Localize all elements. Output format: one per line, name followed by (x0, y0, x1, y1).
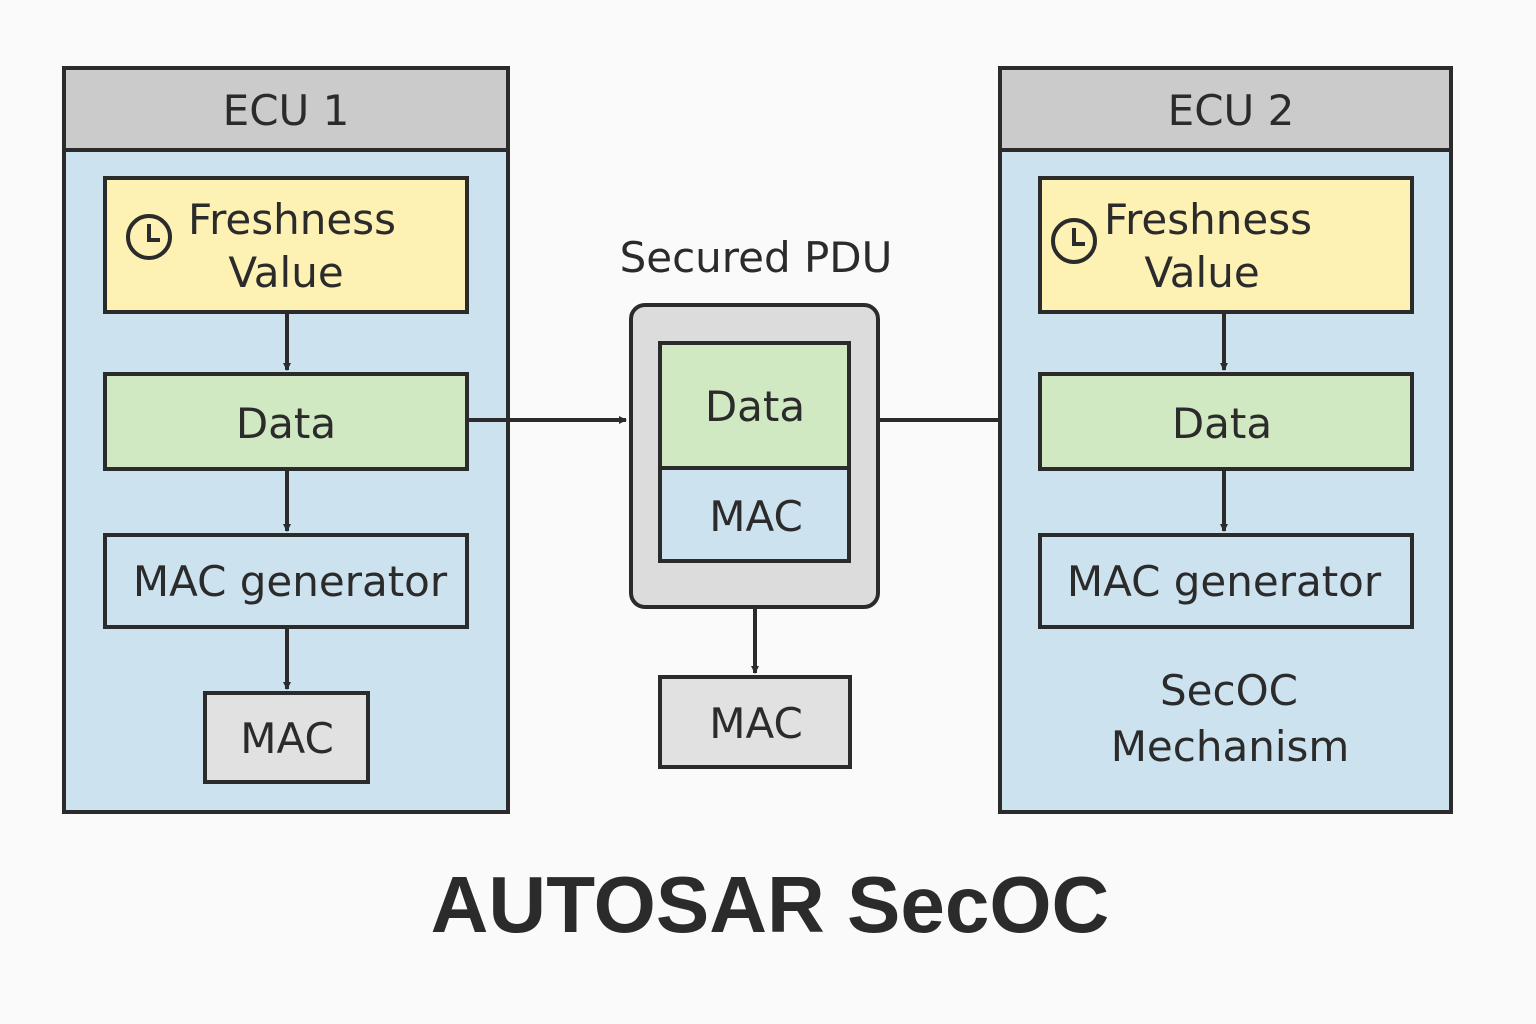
ecu1-header (62, 66, 510, 152)
ecu2-freshness-box: Freshness Value (1038, 176, 1414, 314)
ecu2-data-box: Data (1038, 372, 1414, 471)
ecu2-freshness-line2: Value (1144, 248, 1259, 297)
ecu2-freshness-rect (1038, 176, 1414, 314)
diagram-title: AUTOSAR SecOC (431, 860, 1110, 949)
pdu-extracted-mac-label: MAC (709, 699, 803, 748)
ecu1-data-box: Data (103, 372, 469, 471)
pdu-extracted-mac-rect (658, 675, 852, 769)
ecu2-data-label: Data (1172, 399, 1272, 448)
ecu2-data-rect (1038, 372, 1414, 471)
ecu2-mac-generator-rect (1038, 533, 1414, 629)
secured-pdu-label: Secured PDU (620, 233, 893, 282)
pdu-extracted-mac-box: MAC (658, 675, 852, 769)
ecu1-data-label: Data (236, 399, 336, 448)
ecu1-mac-generator-rect (103, 533, 469, 629)
ecu2-note-line2: Mechanism (1111, 722, 1350, 771)
ecu1-freshness-line1: Freshness (188, 195, 396, 244)
ecu1-mac-label: MAC (240, 714, 334, 763)
ecu2-header (998, 66, 1453, 152)
ecu2-mac-generator-label: MAC generator (1067, 557, 1382, 606)
ecu2-mac-generator-box: MAC generator (1038, 533, 1414, 629)
pdu-mac-rect (658, 466, 851, 563)
pdu-data-label: Data (705, 382, 805, 431)
ecu1-freshness-box: Freshness Value (103, 176, 469, 314)
ecu1-container: ECU 1 Freshness Value Data MAC generator… (62, 66, 510, 814)
ecu2-header-label: ECU 2 (1168, 86, 1295, 135)
ecu1-mac-rect (203, 691, 370, 784)
ecu1-mac-box: MAC (203, 691, 370, 784)
ecu1-mac-generator-label: MAC generator (133, 557, 448, 606)
pdu-data-rect (658, 341, 851, 470)
ecu2-freshness-line1: Freshness (1104, 195, 1312, 244)
secured-pdu: Secured PDU Data MAC (620, 233, 893, 609)
clock-icon (1051, 218, 1097, 264)
pdu-mac-label: MAC (709, 492, 803, 541)
ecu1-freshness-line2: Value (228, 248, 343, 297)
ecu2-container: ECU 2 Freshness Value Data MAC generator… (998, 66, 1453, 814)
clock-icon (126, 214, 172, 260)
ecu1-freshness-rect (103, 176, 469, 314)
ecu1-header-label: ECU 1 (223, 86, 350, 135)
ecu2-note-line1: SecOC (1160, 666, 1298, 715)
ecu1-mac-generator-box: MAC generator (103, 533, 469, 629)
ecu1-data-rect (103, 372, 469, 471)
